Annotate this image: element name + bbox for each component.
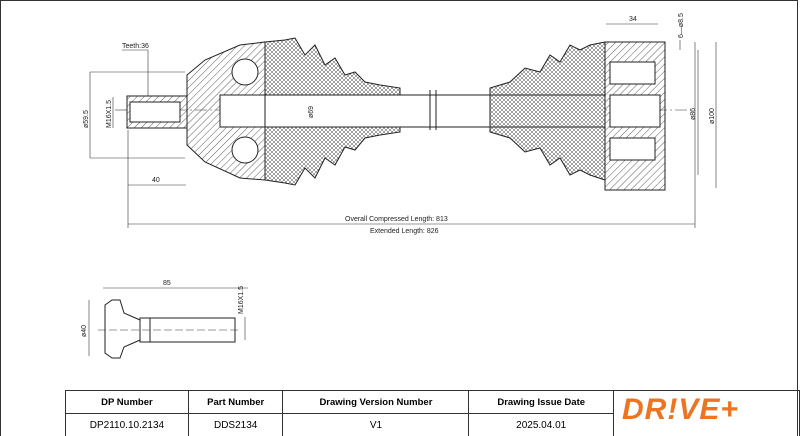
header-drawing-version: Drawing Version Number xyxy=(282,390,470,414)
header-issue-date: Drawing Issue Date xyxy=(468,390,614,414)
dia-left-label: ø59.5 xyxy=(83,110,90,128)
length-34-label: 34 xyxy=(629,16,637,23)
dia-shaft-label: ø69 xyxy=(308,106,315,118)
value-dp-number: DP2110.10.2134 xyxy=(65,413,189,436)
dia-100-label: ø100 xyxy=(709,108,716,124)
logo-cell xyxy=(613,390,800,436)
value-drawing-version: V1 xyxy=(282,413,470,436)
compressed-length-label: Overall Compressed Length: 813 xyxy=(345,216,448,223)
extended-length-label: Extended Length: 826 xyxy=(370,228,439,235)
bolt-length-label: 85 xyxy=(163,280,171,287)
shaft-assembly xyxy=(126,37,666,191)
dimension-lines xyxy=(88,23,717,356)
title-block: DP Number Part Number Drawing Version Nu… xyxy=(65,390,800,436)
dia-86-label: ø86 xyxy=(690,108,697,120)
thread-left-label: M16X1.5 xyxy=(106,100,113,128)
bolt xyxy=(104,299,236,359)
value-issue-date: 2025.04.01 xyxy=(468,413,614,436)
value-part-number: DDS2134 xyxy=(187,413,284,436)
inner-boot xyxy=(489,41,606,181)
length-40-label: 40 xyxy=(152,177,160,184)
drive-logo: DR!VE+ xyxy=(622,393,739,426)
header-dp-number: DP Number xyxy=(65,390,189,414)
bolt-thread-label: M16X1.5 xyxy=(238,286,245,314)
holes-label: 6—ø8.5 xyxy=(678,13,685,38)
teeth-label: Teeth:36 xyxy=(122,43,149,50)
header-part-number: Part Number xyxy=(187,390,284,414)
bolt-dia-label: ø40 xyxy=(81,325,88,337)
